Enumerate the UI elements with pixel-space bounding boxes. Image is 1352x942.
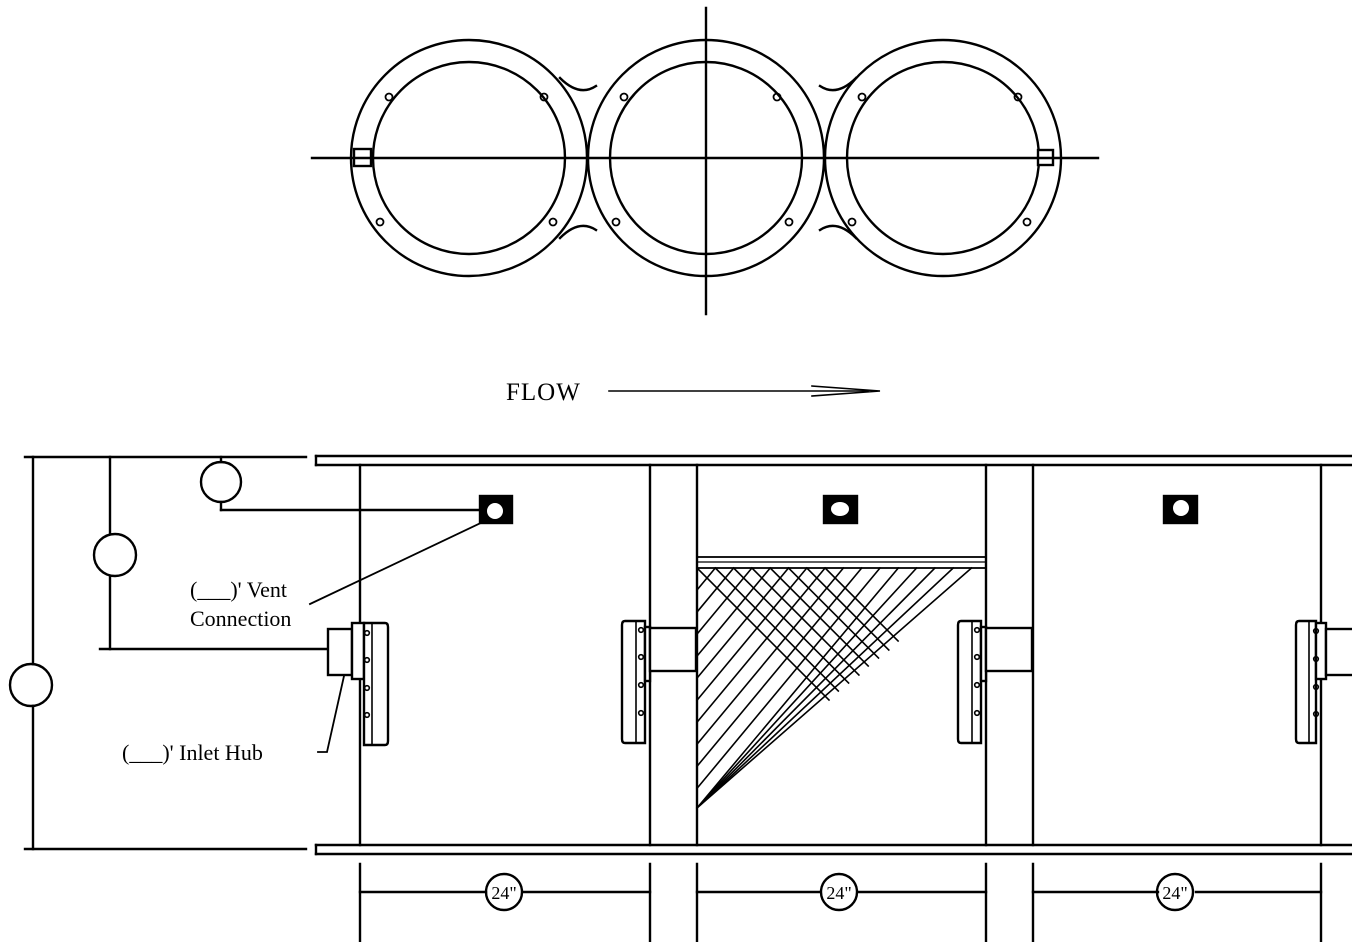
flow-arrow-head [811,385,881,397]
baffle-flange-3 [956,619,1034,745]
vent-connection-1 [478,494,514,525]
bottom-plate [314,843,1352,856]
vent-connection-2 [822,494,859,525]
baffle-flange-2 [620,619,698,745]
top-plate [314,454,1352,467]
outlet-flange-4 [1294,619,1352,745]
inlet-hub-flange-1 [326,621,390,747]
dimension-value-2: 24" [826,883,851,903]
plan-neck-left [558,76,598,240]
height-brackets [8,455,481,851]
vent-leader-line [308,519,487,606]
callout-bubble-overall [8,662,54,708]
plan-view [310,6,1100,316]
flow-indicator: FLOW [506,379,881,406]
vent-connection-3 [1162,494,1199,525]
inlet-hub-label: (___)' Inlet Hub [122,740,263,765]
dimension-bubble-1 [484,872,524,912]
elevation-view: (___)' Vent Connection (___)' Inlet Hub … [8,454,1352,942]
callout-bubble-vent [199,460,243,504]
inlet-hub-leader-line [317,674,346,753]
dimension-bubble-3 [1155,872,1195,912]
dimension-value-1: 24" [491,883,516,903]
dimension-lines: 24" 24" 24" [358,862,1323,942]
baffle-hatching [695,566,973,810]
baffle-screen [695,556,987,810]
vent-label-line1: (___)' Vent [190,577,287,602]
dimension-value-3: 24" [1162,883,1187,903]
callout-bubble-inlet [92,532,138,578]
dimension-bubble-2 [819,872,859,912]
vent-label-line2: Connection [190,606,291,631]
flow-label: FLOW [506,379,581,406]
